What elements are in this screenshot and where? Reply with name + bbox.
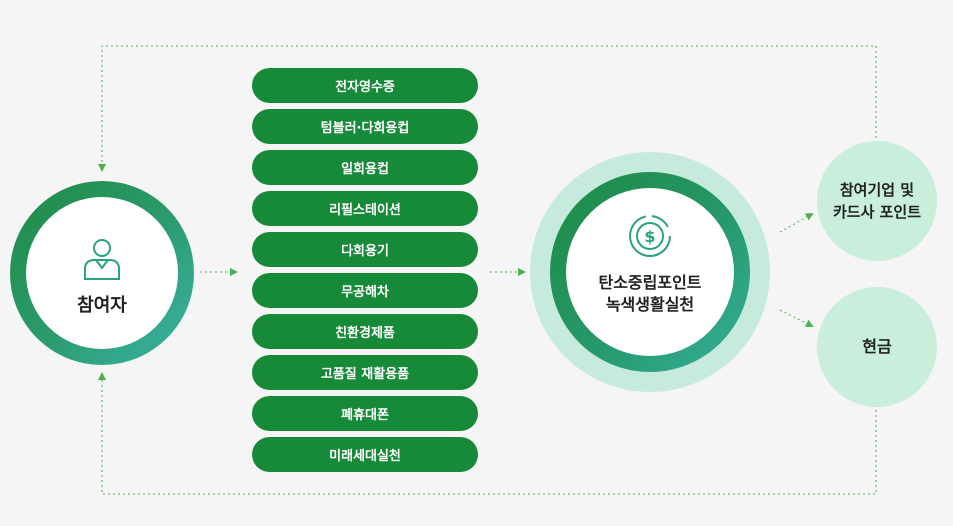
program-title-line1: 탄소중립포인트: [598, 273, 702, 292]
loop-line-top: [98, 45, 877, 172]
reward-partner-line1: 참여기업 및: [839, 181, 915, 199]
participant-node: 참여자: [10, 181, 194, 365]
person-icon: [84, 239, 120, 280]
program-title-line2: 녹색생활실천: [605, 295, 695, 314]
arrow-program-to-cash: [779, 309, 814, 327]
activity-pill: 일회용컵: [252, 150, 478, 185]
arrow-program-to-partner: [779, 213, 814, 233]
participant-label: 참여자: [77, 295, 127, 316]
carbon-point-node: $ 탄소중립포인트 녹색생활실천: [530, 152, 770, 392]
activity-pill: 미래세대실천: [252, 437, 478, 472]
activity-pill: 친환경제품: [252, 314, 478, 349]
dollar-coin-icon: $: [629, 215, 671, 257]
reward-cash: 현금: [817, 287, 937, 407]
activity-pill: 전자영수증: [252, 68, 478, 103]
activity-pill: 고품질 재활용품: [252, 355, 478, 390]
reward-partner-points: 참여기업 및 카드사 포인트: [817, 141, 937, 261]
reward-cash-label: 현금: [862, 337, 892, 356]
reward-partner-line2: 카드사 포인트: [832, 203, 922, 221]
activity-pill: 폐휴대폰: [252, 396, 478, 431]
svg-text:$: $: [644, 227, 655, 246]
activity-pill: 텀블러·다회용컵: [252, 109, 478, 144]
activity-pill: 무공해차: [252, 273, 478, 308]
activity-pill: 다회용기: [252, 232, 478, 267]
activity-pill: 리필스테이션: [252, 191, 478, 226]
loop-line-bottom: [98, 372, 877, 495]
